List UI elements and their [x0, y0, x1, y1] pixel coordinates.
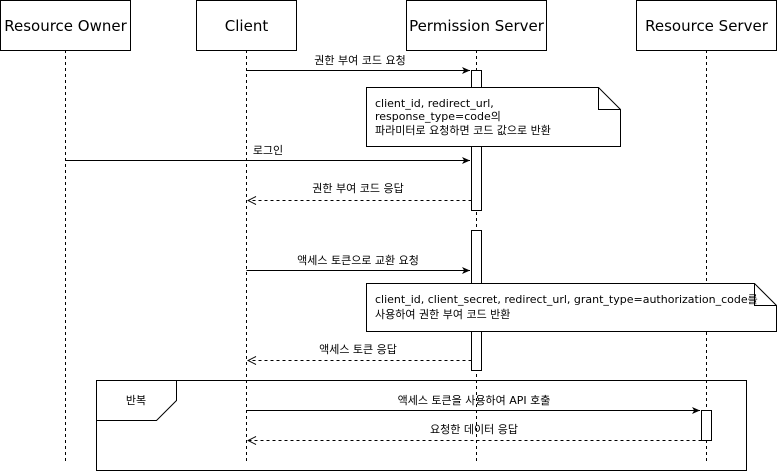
note-n1-line-2: response_type=code의	[375, 110, 501, 123]
participant-owner-label: Resource Owner	[4, 17, 127, 35]
participant-resource-label: Resource Server	[645, 17, 769, 35]
participant-resource[interactable]: Resource Server	[636, 0, 777, 51]
message-m1: 권한 부여 코드 요청	[246, 54, 470, 75]
message-m6: 액세스 토큰을 사용하여 API 호출	[246, 393, 700, 415]
note-n1: client_id, redirect_url, response_type=c…	[366, 87, 621, 147]
message-m5: 액세스 토큰 응답	[248, 343, 472, 361]
message-m7: 요청한 데이터 응답	[248, 423, 702, 441]
message-m7-label: 요청한 데이터 응답	[430, 423, 518, 436]
loop-label: 반복	[126, 394, 146, 407]
message-m3: 권한 부여 코드 응답	[248, 182, 472, 201]
note-n2: client_id, client_secret, redirect_url, …	[366, 283, 777, 332]
note-n2-line-1: client_id, client_secret, redirect_url, …	[375, 293, 758, 306]
note-n1-line-3: 파라미터로 요청하면 코드 값으로 반환	[375, 123, 551, 137]
participant-client[interactable]: Client	[196, 0, 297, 51]
activation-resource	[701, 410, 712, 441]
message-m1-label: 권한 부여 코드 요청	[314, 54, 405, 67]
participant-perm-label: Permission Server	[409, 17, 545, 35]
note-n2-line-2: 사용하여 권한 부여 코드 반환	[375, 307, 510, 321]
message-m4: 액세스 토큰으로 교환 요청	[246, 254, 470, 275]
message-m6-label: 액세스 토큰을 사용하여 API 호출	[398, 393, 551, 407]
participant-perm[interactable]: Permission Server	[406, 0, 547, 51]
message-m4-label: 액세스 토큰으로 교환 요청	[297, 254, 419, 267]
participant-client-label: Client	[225, 17, 269, 35]
message-m2-label: 로그인	[253, 144, 283, 157]
note-n1-line-1: client_id, redirect_url,	[375, 97, 494, 110]
message-m2: 로그인	[65, 144, 470, 165]
loop-frame: 반복	[96, 380, 747, 471]
message-m3-label: 권한 부여 코드 응답	[312, 182, 403, 195]
message-m5-label: 액세스 토큰 응답	[319, 343, 397, 356]
participant-owner[interactable]: Resource Owner	[0, 0, 131, 51]
